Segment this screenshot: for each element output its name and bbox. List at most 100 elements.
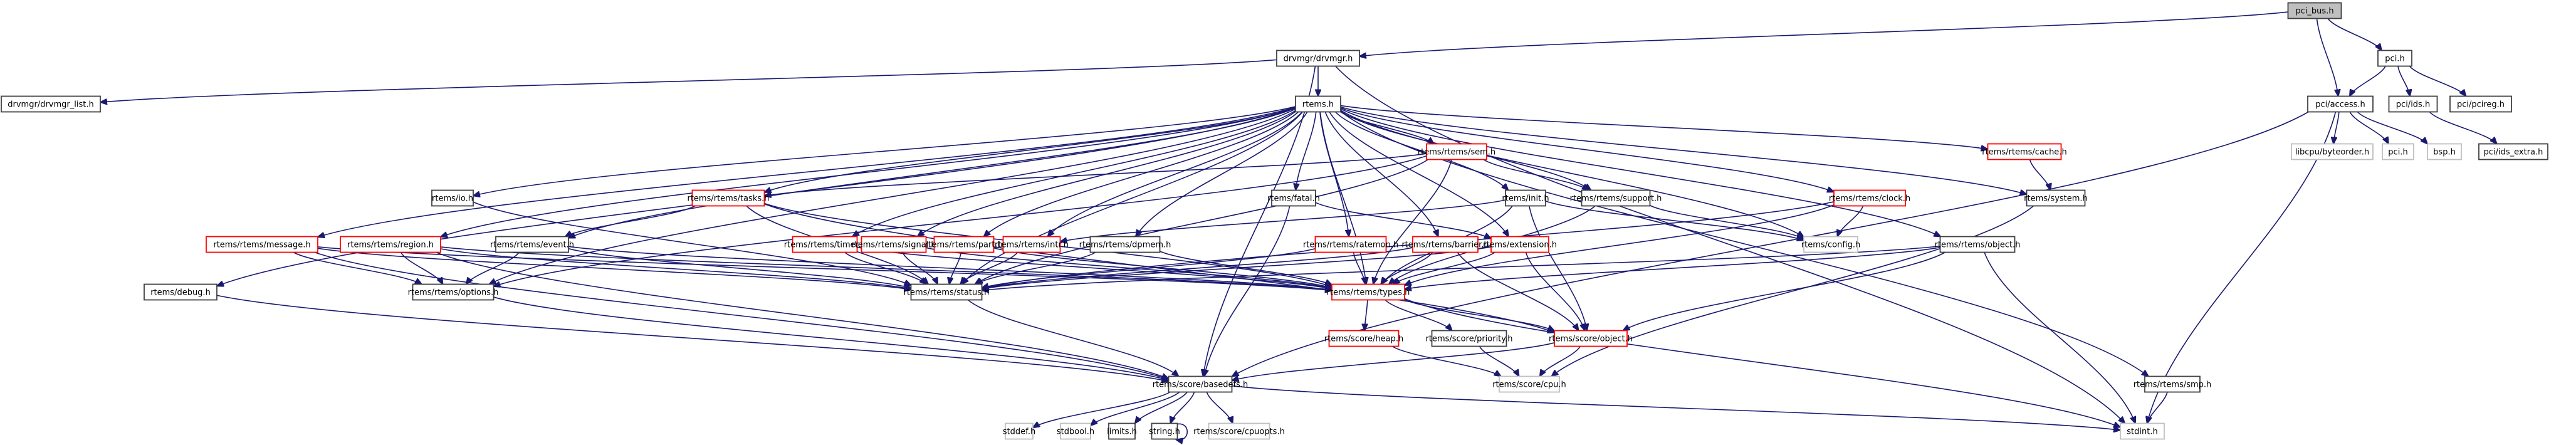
node-ratemon[interactable]: rtems/rtems/ratemon.h: [1303, 236, 1398, 253]
node-status[interactable]: rtems/rtems/status.h: [904, 283, 990, 301]
edge-init-to-intr: [1060, 199, 1506, 242]
node-region[interactable]: rtems/rtems/region.h: [340, 236, 441, 253]
node-heap[interactable]: rtems/score/heap.h: [1324, 330, 1403, 347]
node-label: rtems/config.h: [1801, 241, 1860, 250]
node-label: rtems/rtems/dpmem.h: [1079, 241, 1171, 250]
edge-types-to-stdint: [1404, 298, 2120, 427]
node-box: [1833, 189, 1906, 207]
edge-region-to-options: [400, 252, 442, 285]
edge-event-to-types: [568, 246, 1332, 290]
node-system[interactable]: rtems/system.h: [2024, 189, 2088, 207]
node-limits[interactable]: limits.h: [1107, 422, 1137, 440]
node-smp[interactable]: rtems/rtems/smp.h: [2134, 375, 2212, 393]
node-io[interactable]: rtems/io.h: [431, 189, 474, 207]
edge-pci_bus-to-pci_access: [2316, 18, 2338, 97]
node-box: [2291, 143, 2374, 160]
node-label: rtems/rtems/ratemon.h: [1303, 241, 1398, 250]
node-part[interactable]: rtems/rtems/part.h: [925, 236, 1003, 253]
node-label: rtems/rtems/intr.h: [995, 241, 1069, 250]
edge-rtems-to-clock: [1340, 107, 1834, 192]
node-intr[interactable]: rtems/rtems/intr.h: [995, 236, 1069, 253]
node-label: rtems/rtems/part.h: [925, 241, 1003, 250]
edge-clock-to-types: [1405, 204, 1835, 285]
node-clock[interactable]: rtems/rtems/clock.h: [1829, 189, 1910, 207]
edge-part-to-status: [950, 252, 962, 285]
edge-rtems-to-intr: [1048, 111, 1303, 237]
node-box: [1987, 143, 2062, 160]
edge-sem-to-options: [494, 155, 1427, 286]
edge-rtems-to-init: [1334, 111, 1509, 191]
node-box: [691, 189, 765, 207]
node-timer[interactable]: rtems/rtems/timer.h: [784, 236, 866, 253]
node-event[interactable]: rtems/rtems/event.h: [490, 236, 574, 253]
node-signal[interactable]: rtems/rtems/signal.h: [851, 236, 936, 253]
edge-cache-to-system: [2029, 159, 2050, 191]
node-pci-ids[interactable]: pci/ids.h: [2388, 95, 2438, 113]
node-cpuopts: rtems/score/cpuopts.h: [1193, 422, 1285, 440]
node-debug[interactable]: rtems/debug.h: [144, 283, 217, 301]
node-label: pci/pcireg.h: [2457, 100, 2505, 110]
node-sobject[interactable]: rtems/score/object.h: [1549, 330, 1633, 347]
node-cpu: rtems/score/cpu.h: [1492, 375, 1566, 393]
edge-io-to-status: [473, 201, 911, 285]
node-box: [2377, 50, 2412, 67]
node-box: [1151, 422, 1178, 440]
node-label: rtems/rtems/region.h: [347, 241, 434, 250]
node-priority[interactable]: rtems/score/priority.h: [1426, 330, 1513, 347]
edge-rtems-to-options: [490, 108, 1296, 285]
node-pci-h2: pci.h: [2382, 143, 2414, 160]
edge-signal-to-status: [902, 252, 938, 285]
node-dpmem[interactable]: rtems/rtems/dpmem.h: [1079, 236, 1171, 253]
edge-rtems-to-config: [1340, 110, 1804, 237]
node-pci-bus[interactable]: pci_bus.h: [2287, 2, 2342, 19]
node-basedefs[interactable]: rtems/score/basedefs.h: [1153, 375, 1249, 393]
node-types[interactable]: rtems/rtems/types.h: [1327, 283, 1410, 301]
node-box: [1295, 95, 1341, 113]
edge-options-to-basedefs: [493, 296, 1169, 380]
node-rtems[interactable]: rtems.h: [1295, 95, 1341, 113]
node-drvmgr-list[interactable]: drvmgr/drvmgr_list.h: [1, 95, 101, 113]
edge-extension-to-types: [1393, 251, 1495, 285]
edge-init-to-sobject: [1529, 206, 1587, 331]
node-label: rtems/score/cpu.h: [1492, 380, 1566, 390]
edge-barrier-to-types: [1381, 252, 1433, 285]
node-support[interactable]: rtems/rtems/support.h: [1570, 189, 1662, 207]
node-pci-pcireg[interactable]: pci/pcireg.h: [2449, 95, 2512, 113]
edge-init-to-config: [1545, 201, 1804, 241]
node-fatal[interactable]: rtems/fatal.h: [1267, 189, 1320, 207]
node-tasks[interactable]: rtems/rtems/tasks.h: [687, 189, 770, 207]
node-stddef: stddef.h: [1003, 422, 1035, 440]
node-message[interactable]: rtems/rtems/message.h: [206, 236, 318, 253]
node-sem[interactable]: rtems/rtems/sem.h: [1418, 143, 1495, 160]
node-drvmgr[interactable]: drvmgr/drvmgr.h: [1276, 50, 1360, 67]
node-options[interactable]: rtems/rtems/options.h: [408, 283, 499, 301]
node-label: rtems/fatal.h: [1267, 194, 1320, 204]
node-label: rtems/score/basedefs.h: [1153, 380, 1249, 390]
node-barrier[interactable]: rtems/rtems/barrier.h: [1401, 236, 1489, 253]
node-init[interactable]: rtems/init.h: [1502, 189, 1549, 207]
node-label: rtems/io.h: [432, 194, 473, 204]
edge-pci_access-to-bsp: [2357, 111, 2427, 144]
edge-pci_ids-to-pci_ids_extra: [2429, 111, 2496, 144]
node-box: [1431, 330, 1507, 347]
node-label: stdbool.h: [1057, 427, 1094, 437]
edge-rtems-to-part: [984, 111, 1299, 237]
edge-pci-to-pci_access: [2350, 66, 2386, 97]
node-extension[interactable]: rtems/extension.h: [1483, 236, 1557, 253]
node-box: [1168, 375, 1233, 393]
node-pci-access[interactable]: pci/access.h: [2307, 95, 2374, 113]
node-string[interactable]: string.h: [1149, 422, 1180, 440]
edge-rtems-to-types: [1319, 112, 1366, 285]
node-box: [861, 236, 927, 253]
node-robject[interactable]: rtems/rtems/object.h: [1935, 236, 2021, 253]
edge-pci-to-pci_pcireg: [2409, 65, 2466, 97]
edge-debug-to-basedefs: [216, 295, 1169, 381]
node-pci[interactable]: pci.h: [2377, 50, 2412, 67]
node-cache[interactable]: rtems/rtems/cache.h: [1982, 143, 2067, 160]
edge-string-to-string: [1175, 423, 1188, 440]
edge-rtems-to-robject: [1340, 108, 1940, 237]
node-label: bsp.h: [2433, 148, 2456, 157]
node-pci-ids-extra[interactable]: pci/ids_extra.h: [2478, 143, 2548, 160]
node-box: [1005, 422, 1034, 440]
